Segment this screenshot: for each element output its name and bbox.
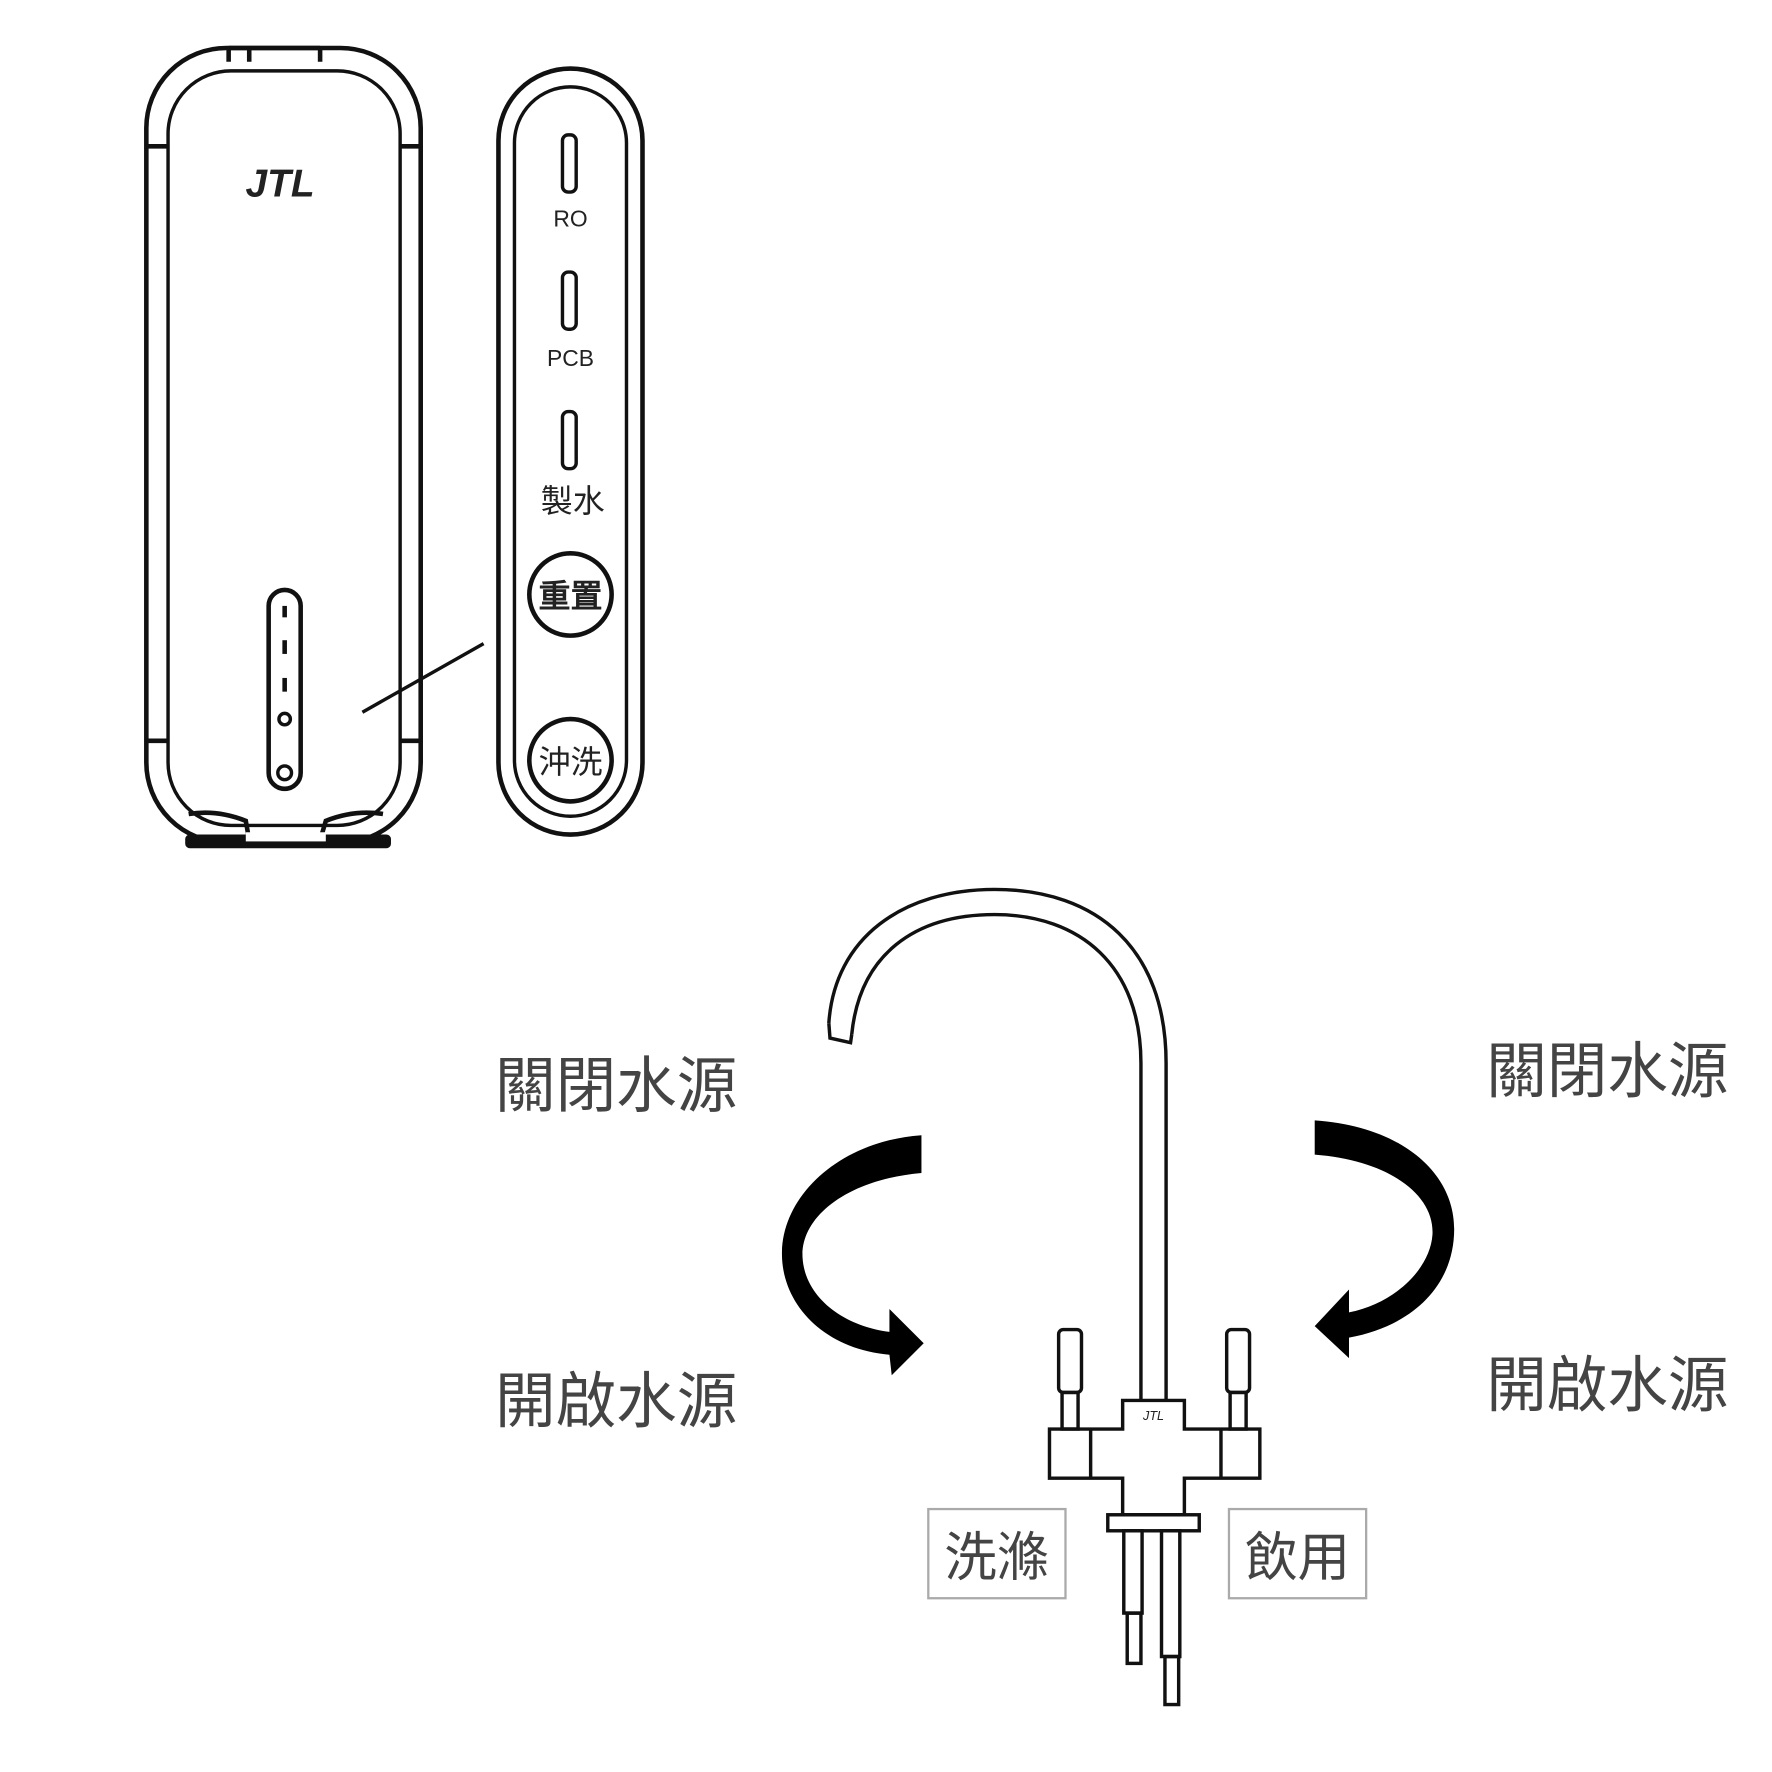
flush-button[interactable]: 沖洗 — [527, 716, 614, 804]
left-close-water-label: 關閉水源 — [495, 1052, 737, 1122]
flush-button-label: 沖洗 — [538, 744, 602, 780]
left-open-water-label: 開啟水源 — [495, 1367, 737, 1437]
left-rotation-arrow-icon — [781, 1135, 924, 1376]
faucet: JTL — [827, 887, 1262, 1707]
svg-text:洗滌: 洗滌 — [944, 1527, 1049, 1588]
drinking-outlet-label: 飲用 — [1227, 1507, 1368, 1600]
svg-text:JTL: JTL — [1142, 1409, 1164, 1423]
leader-line — [361, 642, 485, 714]
right-rotation-arrow-icon — [1314, 1120, 1455, 1359]
control-panel: RO PCB 製水 重置 沖洗 — [496, 66, 645, 837]
reset-button-label: 重置 — [538, 578, 602, 614]
purifier-unit: JTL — [144, 45, 423, 849]
ro-indicator-led — [560, 133, 578, 194]
right-close-water-label: 關閉水源 — [1486, 1037, 1728, 1107]
washing-outlet-label: 洗滌 — [927, 1507, 1067, 1600]
water-making-indicator-led — [560, 409, 578, 471]
right-open-water-label: 開啟水源 — [1486, 1351, 1728, 1421]
pcb-indicator-label: PCB — [547, 345, 594, 371]
water-making-indicator-label: 製水 — [541, 483, 605, 519]
svg-text:飲用: 飲用 — [1245, 1527, 1350, 1588]
jtl-logo: JTL — [246, 163, 315, 206]
pcb-indicator-led — [560, 270, 578, 331]
ro-indicator-label: RO — [553, 205, 587, 231]
reset-button[interactable]: 重置 — [527, 551, 614, 638]
